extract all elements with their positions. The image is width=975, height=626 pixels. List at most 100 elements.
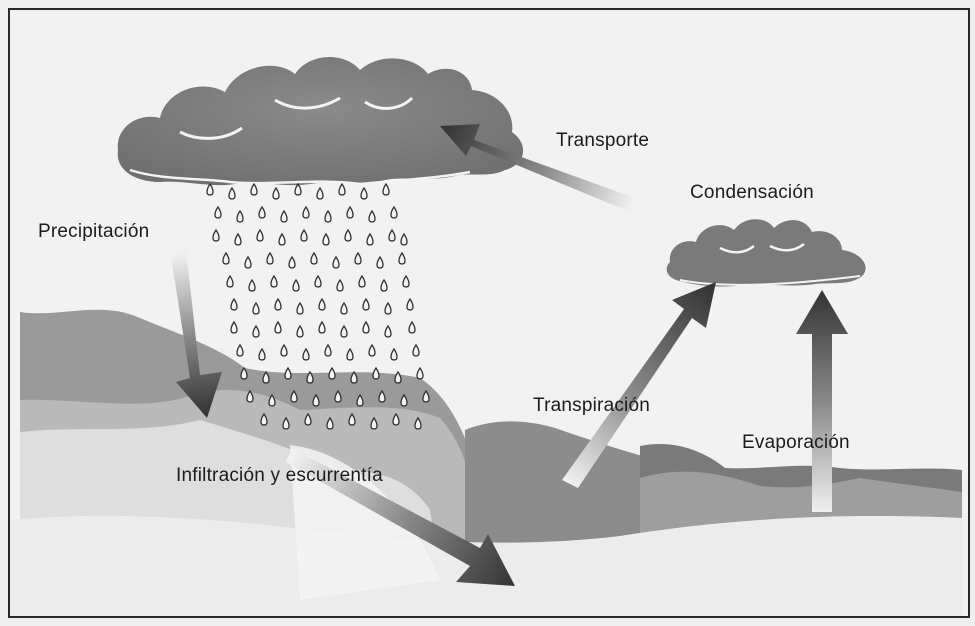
label-transporte: Transporte: [556, 130, 650, 151]
raindrop: [388, 228, 396, 242]
raindrop: [322, 232, 330, 246]
raindrop: [262, 370, 270, 384]
raindrop: [324, 209, 332, 223]
raindrop: [384, 301, 392, 315]
raindrop: [282, 416, 290, 430]
raindrop: [312, 393, 320, 407]
raindrop: [368, 209, 376, 223]
raindrop: [332, 255, 340, 269]
raindrop: [346, 205, 354, 219]
raindrop: [240, 366, 248, 380]
raindrop: [314, 274, 322, 288]
raindrop: [252, 301, 260, 315]
raindrop: [400, 393, 408, 407]
raindrop: [294, 182, 302, 196]
raindrop: [362, 297, 370, 311]
arrows: [170, 124, 848, 586]
raindrop: [236, 209, 244, 223]
raindrop: [290, 389, 298, 403]
raindrop: [414, 416, 422, 430]
label-infiltracion: Infiltración y escurrentía: [176, 465, 383, 486]
raindrop: [370, 416, 378, 430]
raindrop: [412, 343, 420, 357]
raindrop: [340, 301, 348, 315]
raindrop: [252, 324, 260, 338]
raindrop: [358, 274, 366, 288]
raindrop: [354, 251, 362, 265]
raindrop: [206, 182, 214, 196]
raindrop: [302, 205, 310, 219]
raindrop: [318, 320, 326, 334]
raindrop: [244, 255, 252, 269]
raindrop: [280, 343, 288, 357]
raindrop: [400, 232, 408, 246]
raindrop: [316, 186, 324, 200]
label-transpiracion: Transpiración: [533, 395, 650, 416]
raindrop: [334, 389, 342, 403]
raindrop: [366, 232, 374, 246]
transpiration-arrow: [562, 282, 716, 488]
raindrop: [376, 255, 384, 269]
raindrop: [378, 389, 386, 403]
raindrop: [408, 320, 416, 334]
raindrop: [348, 412, 356, 426]
rain-cloud: [117, 56, 524, 186]
raindrop: [346, 347, 354, 361]
precipitation-arrow: [170, 250, 222, 418]
raindrop: [356, 393, 364, 407]
raindrop: [328, 366, 336, 380]
raindrop: [368, 343, 376, 357]
raindrop: [380, 278, 388, 292]
raindrop: [260, 412, 268, 426]
raindrop: [350, 370, 358, 384]
raindrop: [326, 416, 334, 430]
raindrop: [382, 182, 390, 196]
raindrop: [394, 370, 402, 384]
raindrop: [338, 182, 346, 196]
raindrop: [296, 324, 304, 338]
raindrop: [324, 343, 332, 357]
raindrop: [310, 251, 318, 265]
raindrop: [336, 278, 344, 292]
raindrop: [422, 389, 430, 403]
condensation-cloud: [666, 219, 866, 287]
raindrop: [250, 182, 258, 196]
raindrop: [318, 297, 326, 311]
raindrop: [300, 228, 308, 242]
raindrop: [304, 412, 312, 426]
raindrop: [384, 324, 392, 338]
raindrop: [402, 274, 410, 288]
raindrop: [258, 347, 266, 361]
raindrop: [398, 251, 406, 265]
transport-arrow: [440, 124, 635, 212]
raindrop: [256, 228, 264, 242]
raindrop: [266, 251, 274, 265]
raindrop: [222, 251, 230, 265]
raindrop: [214, 205, 222, 219]
raindrop: [362, 320, 370, 334]
raindrop: [230, 297, 238, 311]
raindrop: [280, 209, 288, 223]
raindrop: [306, 370, 314, 384]
raindrop: [234, 232, 242, 246]
raindrop: [274, 320, 282, 334]
raindrop: [246, 389, 254, 403]
raindrop: [236, 343, 244, 357]
label-precipitacion: Precipitación: [38, 221, 150, 242]
raindrop: [230, 320, 238, 334]
raindrop: [228, 186, 236, 200]
raindrop: [292, 278, 300, 292]
evaporation-arrow: [796, 290, 848, 512]
raindrop: [296, 301, 304, 315]
label-condensacion: Condensación: [690, 182, 814, 203]
raindrop: [284, 366, 292, 380]
label-evaporacion: Evaporación: [742, 432, 850, 453]
raindrop: [340, 324, 348, 338]
raindrops: [206, 182, 430, 430]
raindrop: [248, 278, 256, 292]
raindrop: [360, 186, 368, 200]
raindrop: [406, 297, 414, 311]
raindrop: [274, 297, 282, 311]
